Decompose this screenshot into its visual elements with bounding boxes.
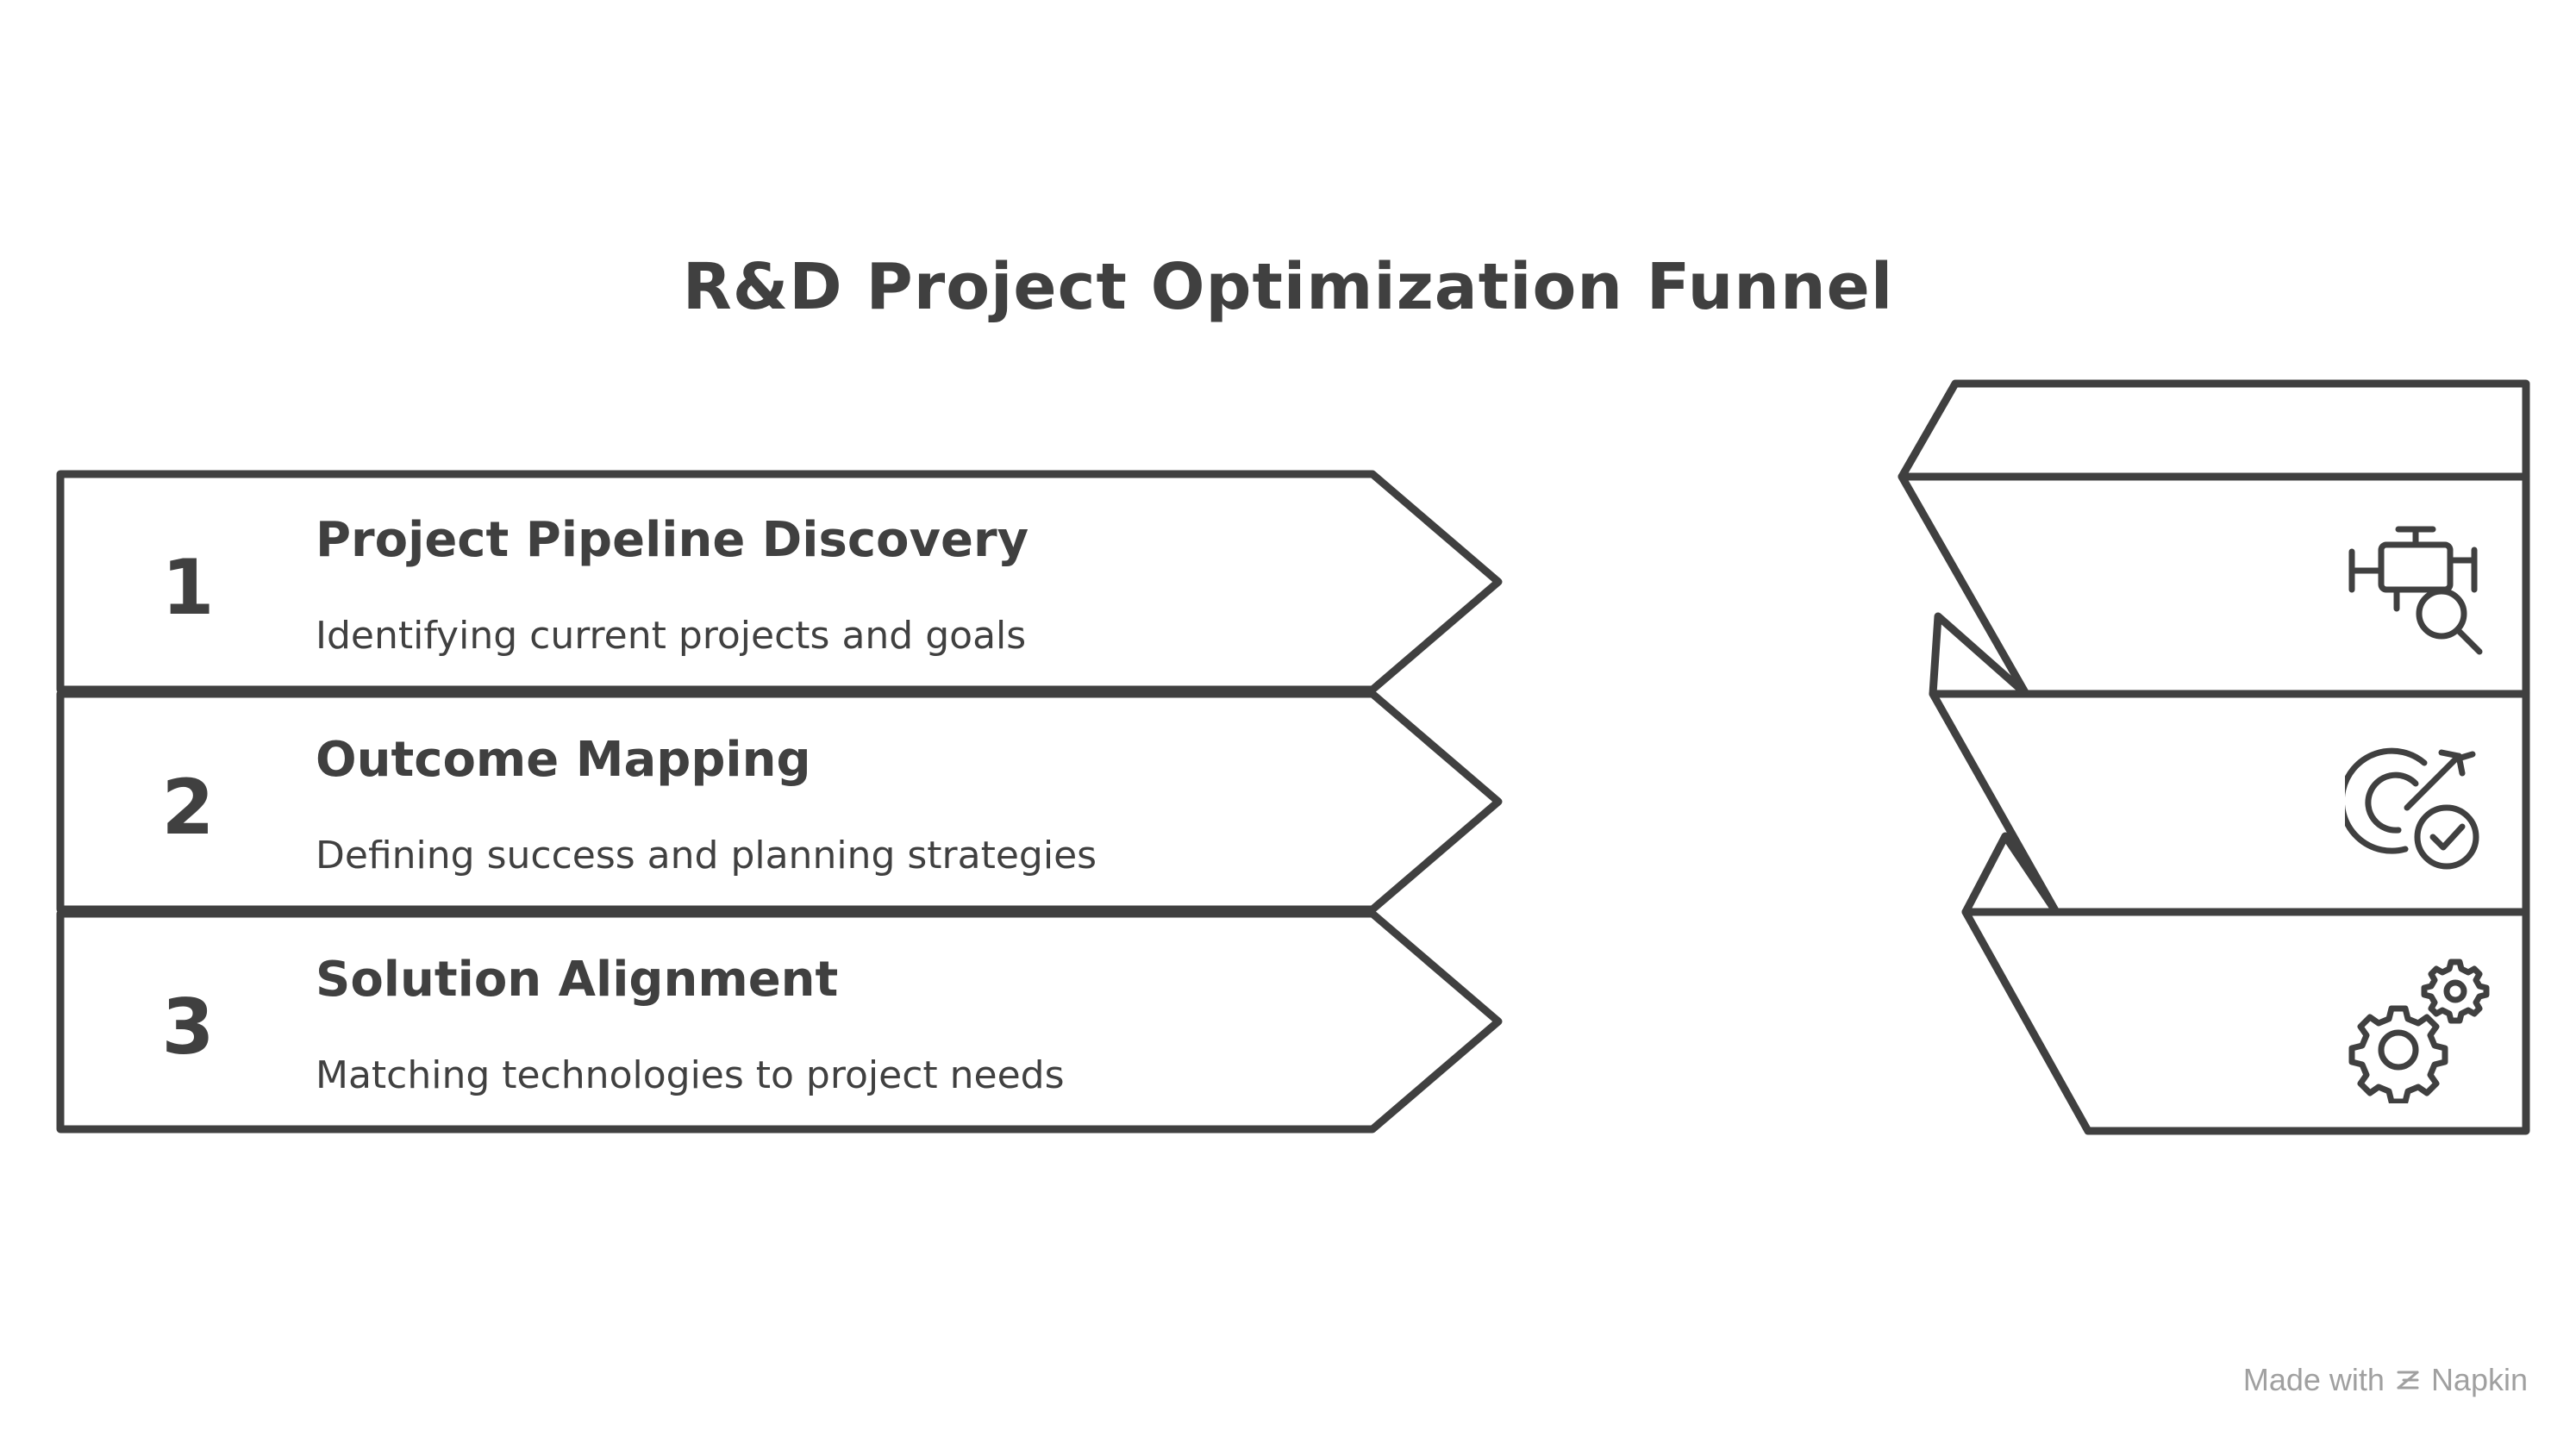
- step-3-bar: [56, 909, 1503, 1134]
- step-2-number: 2: [161, 763, 215, 852]
- step-3-title: Solution Alignment: [316, 952, 839, 1008]
- step-2-bar: [56, 690, 1503, 914]
- step-1-bar: [56, 470, 1503, 694]
- step-3-description: Matching technologies to project needs: [316, 1053, 1065, 1097]
- gears-icon: [2348, 959, 2490, 1103]
- made-with-label: Made with: [2242, 1362, 2385, 1397]
- step-1-number: 1: [161, 543, 215, 632]
- funnel-layer-3: [1961, 908, 2530, 1135]
- step-2-title: Outcome Mapping: [316, 732, 811, 788]
- step-1-description: Identifying current projects and goals: [316, 614, 1027, 658]
- diagram-title: R&D Project Optimization Funnel: [682, 250, 1894, 324]
- step-1-title: Project Pipeline Discovery: [316, 512, 1029, 568]
- pipeline-search-icon: [2348, 526, 2483, 655]
- step-2-description: Defining success and planning strategies: [316, 834, 1097, 878]
- funnel-top-rim: [1898, 379, 2530, 481]
- made-with-napkin-badge[interactable]: Made with Napkin: [2243, 1362, 2528, 1398]
- napkin-logo-icon: [2397, 1371, 2419, 1390]
- step-3-number: 3: [161, 983, 215, 1071]
- target-check-icon: [2345, 747, 2479, 870]
- napkin-brand-label: Napkin: [2430, 1362, 2528, 1397]
